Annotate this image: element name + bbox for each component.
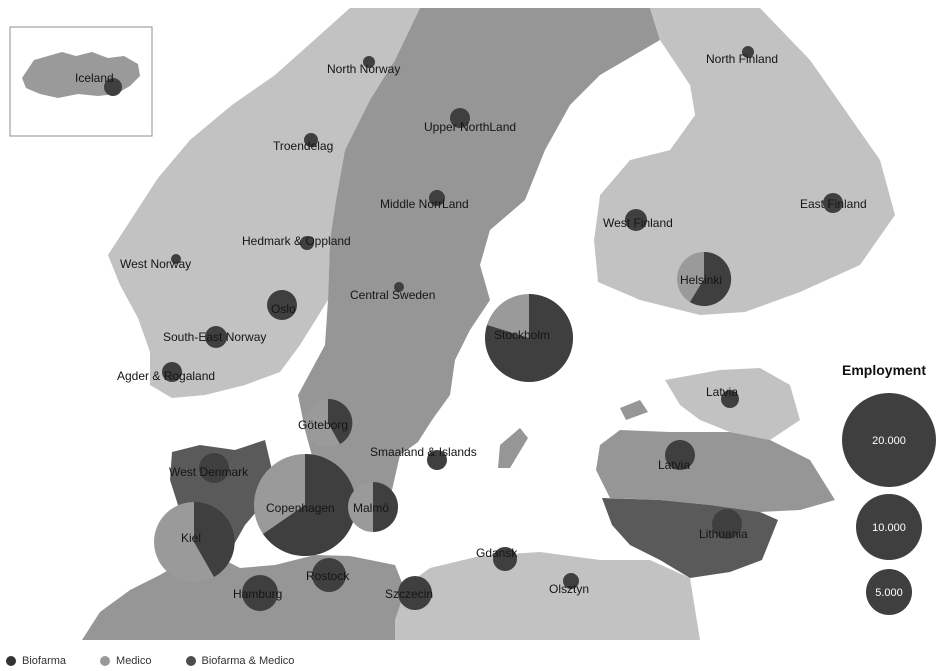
label-upper-northland: Upper NorthLand	[424, 120, 516, 134]
label-north-norway: North Norway	[327, 62, 400, 76]
bubble-copenhagen-biofarma	[263, 454, 356, 556]
bubble-stockholm-biofarma	[485, 294, 574, 382]
label-west-finland: West Finland	[603, 216, 673, 230]
label-hamburg: Hamburg	[233, 587, 282, 601]
bubble-central-sweden	[394, 282, 404, 292]
finland-region	[594, 8, 895, 315]
bubble-north-finland	[742, 46, 754, 58]
bubble-north-norway	[363, 56, 375, 68]
bubbles	[104, 46, 843, 611]
label-central-sweden: Central Sweden	[350, 288, 435, 302]
legend-dot-biofarma-medico	[185, 656, 196, 666]
legend-item-biofarma-medico: Biofarma & Medico	[185, 655, 295, 667]
bubble-upper-northland	[450, 108, 470, 128]
bubble-south-east-norway	[205, 326, 227, 348]
legend-label-biofarma-medico: Biofarma & Medico	[201, 655, 295, 667]
bubble-west-finland	[625, 209, 647, 231]
bubble-gdansk	[493, 547, 517, 571]
bubble-hedmark	[300, 236, 314, 250]
bubble-agder	[162, 362, 182, 382]
label-helsinki: Helsinki	[680, 273, 722, 287]
latvia-region	[596, 430, 835, 512]
label-goteborg: Göteborg	[298, 418, 348, 432]
employment-circle-small	[866, 569, 912, 615]
employment-value-medium: 10.000	[872, 522, 906, 534]
label-copenhagen: Copenhagen	[266, 501, 335, 515]
label-middle-norrland: Middle NorrLand	[380, 197, 469, 211]
bubble-east-finland	[823, 193, 843, 213]
legend-label-medico: Medico	[116, 655, 152, 667]
bubble-smaaland	[427, 450, 447, 470]
bubble-troendelag	[304, 133, 318, 147]
norway-region	[108, 8, 420, 398]
bubble-malmo-biofarma	[373, 482, 398, 532]
employment-legend: Employment 20.000 10.000 5.000	[842, 362, 936, 615]
label-south-east-norway: South-East Norway	[163, 330, 266, 344]
label-agder-rogaland: Agder & Rogaland	[117, 369, 215, 383]
label-north-finland: North Finland	[706, 52, 778, 66]
employment-legend-title: Employment	[842, 362, 926, 378]
employment-circle-large	[842, 393, 936, 487]
bubble-middle-norrland	[429, 190, 445, 206]
label-szczecin: Szczecin	[385, 587, 433, 601]
label-hedmark: Hedmark & Oppland	[242, 234, 351, 248]
label-iceland: Iceland	[75, 71, 114, 85]
poland-region	[395, 552, 700, 640]
legend-item-biofarma: Biofarma	[6, 655, 66, 667]
legend-label-biofarma: Biofarma	[22, 655, 67, 667]
employment-value-small: 5.000	[875, 587, 903, 599]
bubble-helsinki-biofarma	[690, 251, 732, 306]
bubble-kiel-biofarma	[194, 501, 235, 577]
bubble-rostock	[312, 558, 346, 592]
legend-dot-biofarma	[6, 656, 16, 666]
category-legend: Biofarma Medico Biofarma & Medico	[6, 653, 328, 669]
label-stockholm: Stockholm	[494, 328, 550, 342]
label-kiel: Kiel	[181, 531, 201, 545]
label-olsztyn: Olsztyn	[549, 582, 589, 596]
employment-circle-medium	[856, 494, 922, 560]
label-latvia: Latvia	[658, 458, 690, 472]
label-troendelag: Troendelag	[273, 139, 333, 153]
bubble-west-denmark	[199, 453, 229, 483]
label-lithuania: Lithuania	[699, 527, 748, 541]
label-rostock: Rostock	[306, 569, 350, 583]
label-oslo: Oslo	[271, 302, 296, 316]
bubble-iceland	[104, 78, 122, 96]
label-west-denmark: West Denmark	[169, 465, 249, 479]
bubble-szczecin	[398, 576, 432, 610]
bubble-latvia	[665, 440, 695, 470]
bubble-goteborg-biofarma	[328, 398, 353, 444]
label-east-finland: East Finland	[800, 197, 867, 211]
region-labels: Iceland North Norway North Finland Upper…	[75, 52, 867, 601]
legend-dot-medico	[100, 656, 111, 666]
label-malmo: Malmö	[353, 501, 389, 515]
legend-item-medico: Medico	[100, 655, 152, 667]
bubble-west-norway	[171, 254, 181, 264]
sweden-region	[298, 8, 660, 512]
gotland-island	[498, 428, 528, 468]
employment-value-large: 20.000	[872, 435, 906, 447]
label-west-norway: West Norway	[120, 257, 191, 271]
label-gdansk: Gdansk	[476, 546, 518, 560]
saaremaa-island	[620, 400, 648, 420]
bubble-hamburg	[242, 575, 278, 611]
gulf-of-bothnia	[560, 70, 695, 240]
label-smaaland: Smaaland & Islands	[370, 445, 477, 459]
bubble-lithuania	[712, 509, 742, 539]
bubble-latvia-estonia	[721, 390, 739, 408]
label-latvia-north: Latvia	[706, 385, 738, 399]
bubble-oslo	[267, 290, 297, 320]
bubble-olsztyn	[563, 573, 579, 589]
